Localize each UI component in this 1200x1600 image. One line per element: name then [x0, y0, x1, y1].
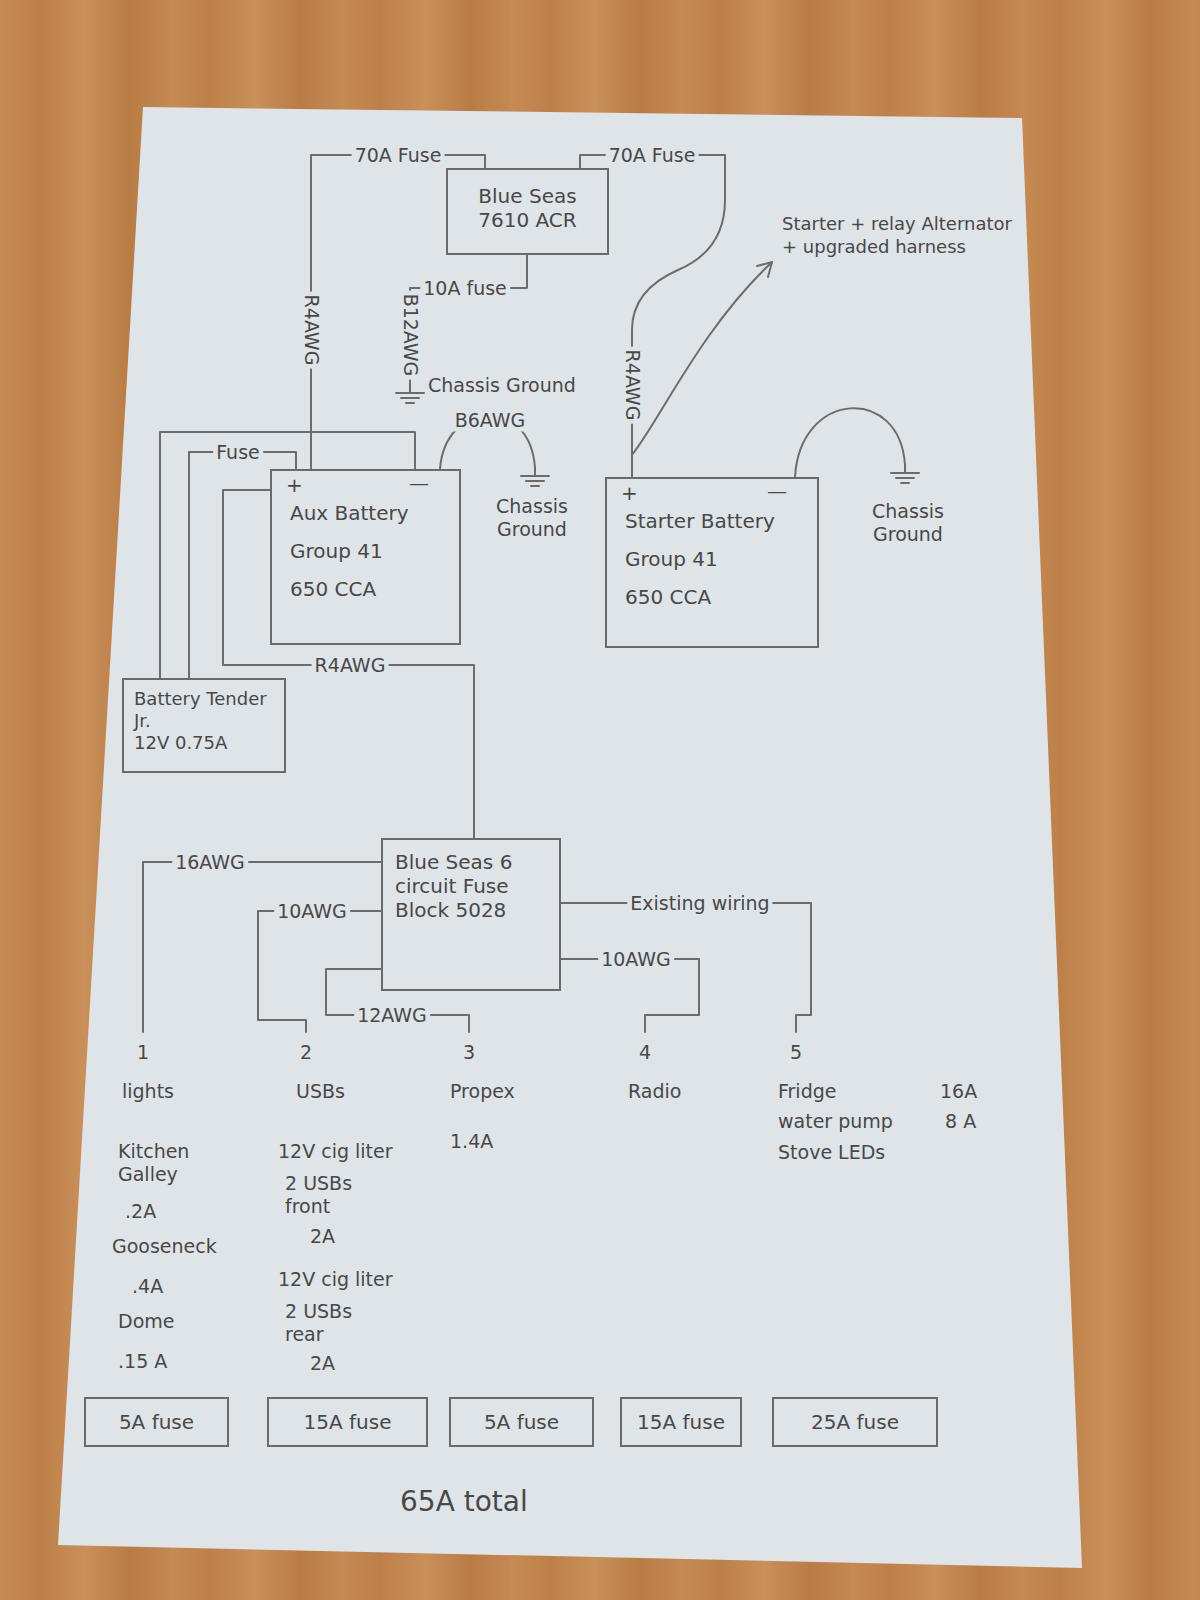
fuse-box: 15A fuse: [267, 1397, 428, 1447]
load-name: Stove LEDs: [778, 1141, 885, 1164]
wire-gauge: 10AWG: [598, 948, 674, 971]
circuit-name: lights: [122, 1080, 174, 1103]
wire-gauge: 12AWG: [354, 1004, 430, 1027]
load-current: 8 A: [945, 1110, 976, 1133]
battery-box: + Aux BatteryGroup 41 650 CCA —: [270, 469, 461, 645]
node-text: 5A fuse: [457, 1410, 586, 1434]
ground-label: Chassis Ground: [858, 500, 958, 546]
terminal-mark: +: [286, 473, 303, 497]
node-text: 25A fuse: [780, 1410, 930, 1434]
node-text: 650 CCA: [625, 585, 805, 609]
load-current: .15 A: [118, 1350, 167, 1373]
circuit-number: 2: [297, 1041, 315, 1064]
load-current: .2A: [125, 1200, 156, 1223]
node-text: Aux Battery: [290, 501, 447, 525]
wire-label: 70A Fuse: [606, 144, 699, 167]
node-text: Group 41: [625, 547, 805, 571]
load-name: 2 USBs rear: [285, 1300, 375, 1346]
wire-gauge: 10AWG: [274, 900, 350, 923]
terminal-mark: —: [409, 471, 429, 495]
battery-box: + Starter BatteryGroup 41 650 CCA —: [605, 477, 819, 648]
circuit-number: 3: [460, 1041, 478, 1064]
load-name: 12V cig liter: [278, 1140, 393, 1163]
terminal-mark: +: [621, 481, 638, 505]
wire-label: 70A Fuse: [352, 144, 445, 167]
wire-gauge: 16AWG: [172, 851, 248, 874]
load-current: 16A: [940, 1080, 977, 1103]
node-text: 15A fuse: [628, 1410, 734, 1434]
load-current: 1.4A: [450, 1130, 493, 1153]
charger-box: Battery Tender Jr.12V 0.75A: [122, 678, 286, 773]
fuse-box: 25A fuse: [772, 1397, 938, 1447]
node-text: Blue Seas 6 circuit Fuse Block 5028: [395, 850, 547, 922]
node-text: Starter Battery: [625, 509, 805, 533]
note-label: Starter + relay Alternator + upgraded ha…: [782, 212, 1022, 258]
ground-symbol: [396, 385, 424, 403]
wire-gauge: B6AWG: [452, 409, 529, 432]
wire-connector: [580, 155, 725, 477]
circuit-name: Radio: [628, 1080, 681, 1103]
wire-connector: [223, 490, 474, 838]
load-current: 2A: [310, 1225, 335, 1248]
total-note: 65A total: [400, 1485, 528, 1518]
ground-wire: [795, 408, 905, 477]
load-name: 2 USBs front: [285, 1172, 375, 1218]
arrow-head: [757, 262, 772, 277]
terminal-mark: —: [767, 479, 787, 503]
ground-wire: [410, 255, 527, 385]
node-text: 12V 0.75A: [134, 732, 274, 754]
ground-symbol: [891, 465, 919, 483]
load-name: 12V cig liter: [278, 1268, 393, 1291]
wire-gauge: B12AWG: [399, 291, 422, 380]
circuit-name: Propex: [450, 1080, 515, 1103]
load-name: Gooseneck: [112, 1235, 217, 1258]
circuit-number: 1: [134, 1041, 152, 1064]
ground-label: Chassis Ground: [482, 495, 582, 541]
circuit-wire: [143, 862, 381, 1032]
node-text: 15A fuse: [275, 1410, 420, 1434]
fuse-box: 5A fuse: [449, 1397, 594, 1447]
load-name: water pump: [778, 1110, 893, 1133]
node-text: Blue Seas 7610 ACR: [456, 184, 599, 232]
fuse-box: 5A fuse: [84, 1397, 229, 1447]
wire-gauge: R4AWG: [300, 292, 323, 369]
load-name: Kitchen Galley: [118, 1140, 218, 1186]
alternator-wire: [632, 262, 772, 455]
circuit-wire: [326, 969, 469, 1032]
fuse-block-box: Blue Seas 6 circuit Fuse Block 5028: [381, 838, 561, 991]
circuit-name: Fridge: [778, 1080, 836, 1103]
node-text: 5A fuse: [92, 1410, 221, 1434]
ground-label: Chassis Ground: [428, 374, 576, 397]
circuit-number: 4: [636, 1041, 654, 1064]
wire-label: Fuse: [213, 441, 263, 464]
wire-note: Existing wiring: [627, 892, 772, 915]
paper-sheet: [58, 107, 1082, 1568]
circuit-number: 5: [787, 1041, 805, 1064]
wire-gauge: R4AWG: [621, 347, 644, 424]
fuse-note: 10A fuse: [420, 277, 510, 300]
wire-label: R4AWG: [312, 654, 389, 677]
load-name: Dome: [118, 1310, 174, 1333]
node-text: 650 CCA: [290, 577, 447, 601]
circuit-wire: [561, 903, 811, 1032]
node-text: Group 41: [290, 539, 447, 563]
relay-box: Blue Seas 7610 ACR: [446, 168, 609, 255]
node-text: Battery Tender Jr.: [134, 688, 274, 732]
load-current: 2A: [310, 1352, 335, 1375]
fuse-box: 15A fuse: [620, 1397, 742, 1447]
load-current: .4A: [132, 1275, 163, 1298]
circuit-name: USBs: [296, 1080, 345, 1103]
ground-symbol: [521, 468, 549, 486]
